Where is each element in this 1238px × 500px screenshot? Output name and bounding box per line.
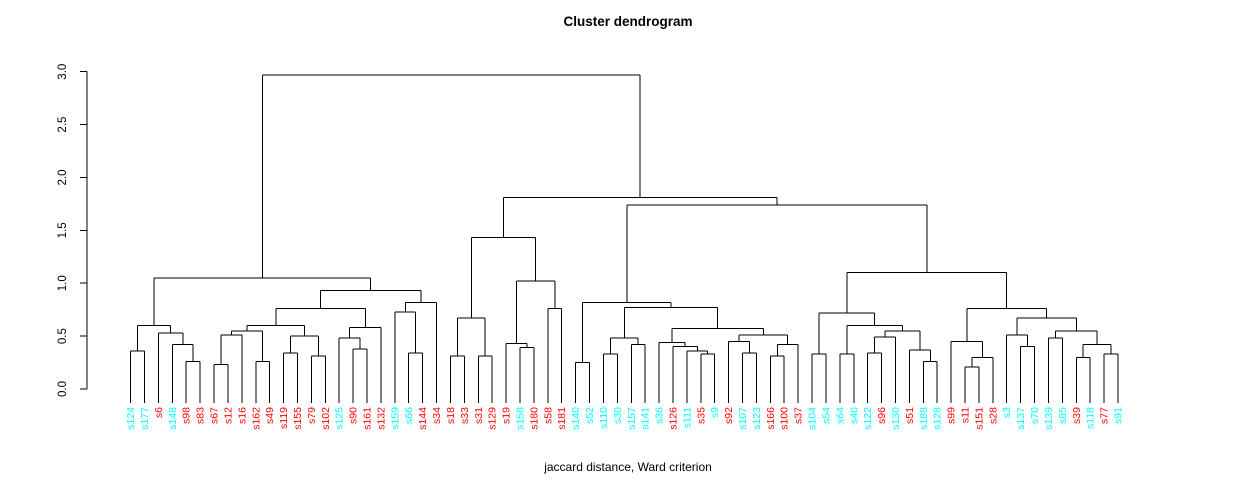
leaf-label-s77: s77 xyxy=(1099,407,1111,424)
leaf-label-s16: s16 xyxy=(236,407,248,424)
leaf-label-s64: s64 xyxy=(834,407,846,424)
leaf-label-s70: s70 xyxy=(1029,407,1041,424)
leaf-label-s85: s85 xyxy=(1057,407,1069,424)
leaf-label-s98: s98 xyxy=(181,407,193,424)
leaf-label-s137: s137 xyxy=(1015,407,1027,430)
leaf-label-s3: s3 xyxy=(1001,407,1013,418)
leaf-label-s107: s107 xyxy=(737,407,749,430)
x-axis-caption: jaccard distance, Ward criterion xyxy=(544,460,712,474)
leaf-label-s188: s188 xyxy=(918,407,930,430)
leaf-label-s102: s102 xyxy=(320,407,332,430)
leaf-label-s51: s51 xyxy=(904,407,916,424)
leaf-label-s148: s148 xyxy=(167,407,179,430)
leaf-label-s40: s40 xyxy=(848,407,860,424)
leaf-label-s151: s151 xyxy=(973,407,985,430)
leaf-label-s162: s162 xyxy=(250,407,262,430)
leaf-label-s181: s181 xyxy=(556,407,568,430)
leaf-label-s128: s128 xyxy=(932,407,944,430)
leaf-label-s83: s83 xyxy=(195,407,207,424)
leaf-label-s157: s157 xyxy=(626,407,638,430)
leaf-label-s31: s31 xyxy=(473,407,485,424)
y-tick-label: 1.0 xyxy=(57,275,69,291)
leaf-label-s132: s132 xyxy=(375,407,387,430)
chart-title: Cluster dendrogram xyxy=(563,14,693,29)
leaf-label-s177: s177 xyxy=(139,407,151,430)
leaf-label-s111: s111 xyxy=(681,407,693,428)
leaf-label-s92: s92 xyxy=(723,407,735,424)
leaf-label-s9: s9 xyxy=(709,407,721,418)
leaf-label-s129: s129 xyxy=(487,407,499,430)
leaf-label-s54: s54 xyxy=(820,407,832,424)
leaf-label-s110: s110 xyxy=(598,407,610,429)
leaf-label-s34: s34 xyxy=(431,407,443,424)
leaf-label-s99: s99 xyxy=(946,407,958,424)
leaf-label-s79: s79 xyxy=(306,407,318,424)
leaf-label-s90: s90 xyxy=(348,407,360,424)
leaf-label-s18: s18 xyxy=(445,407,457,424)
leaf-label-s35: s35 xyxy=(695,407,707,424)
leaf-label-s100: s100 xyxy=(779,407,791,430)
y-tick-label: 0.0 xyxy=(57,381,69,397)
leaf-label-s161: s161 xyxy=(362,407,374,430)
leaf-label-s140: s140 xyxy=(570,407,582,430)
y-tick-label: 0.5 xyxy=(57,328,69,344)
leaf-label-s12: s12 xyxy=(222,407,234,424)
y-tick-label: 1.5 xyxy=(57,222,69,238)
leaf-label-s6: s6 xyxy=(153,407,165,418)
y-tick-label: 2.5 xyxy=(57,117,69,133)
leaf-label-s96: s96 xyxy=(876,407,888,424)
y-tick-label: 3.0 xyxy=(57,64,69,80)
leaf-label-s166: s166 xyxy=(765,407,777,430)
leaf-label-s91: s91 xyxy=(1112,407,1124,424)
leaf-label-s37: s37 xyxy=(793,407,805,424)
leaf-label-s36: s36 xyxy=(654,407,666,424)
leaf-label-s52: s52 xyxy=(584,407,596,424)
leaf-label-s122: s122 xyxy=(862,407,874,430)
leaf-label-s104: s104 xyxy=(807,407,819,430)
leaf-label-s139: s139 xyxy=(1043,407,1055,430)
y-axis: 0.0 0.5 1.0 1.5 2.0 2.5 3.0 xyxy=(57,64,88,397)
leaf-label-s58: s58 xyxy=(542,407,554,424)
leaf-label-s19: s19 xyxy=(501,407,513,424)
leaf-label-s144: s144 xyxy=(417,407,429,430)
leaf-label-s141: s141 xyxy=(640,407,652,430)
leaf-label-s66: s66 xyxy=(403,407,415,424)
leaf-label-s155: s155 xyxy=(292,407,304,430)
leaf-label-s180: s180 xyxy=(528,407,540,430)
leaf-label-s67: s67 xyxy=(209,407,221,424)
leaf-label-s159: s159 xyxy=(389,407,401,430)
leaf-label-s39: s39 xyxy=(1071,407,1083,424)
leaf-label-s33: s33 xyxy=(459,407,471,424)
leaf-label-s28: s28 xyxy=(987,407,999,424)
leaf-label-s130: s130 xyxy=(890,407,902,430)
leaf-label-s124: s124 xyxy=(125,407,137,430)
leaf-label-s125: s125 xyxy=(334,407,346,430)
leaf-label-s118: s118 xyxy=(1085,407,1097,429)
leaf-label-s123: s123 xyxy=(751,407,763,430)
leaf-label-s126: s126 xyxy=(667,407,679,430)
leaf-label-s30: s30 xyxy=(612,407,624,424)
dendrogram-lines xyxy=(130,74,1119,403)
leaf-label-s49: s49 xyxy=(264,407,276,424)
y-tick-label: 2.0 xyxy=(57,169,69,185)
leaf-label-s11: s11 xyxy=(960,407,972,423)
leaf-label-s158: s158 xyxy=(514,407,526,430)
leaf-label-s119: s119 xyxy=(278,407,290,429)
